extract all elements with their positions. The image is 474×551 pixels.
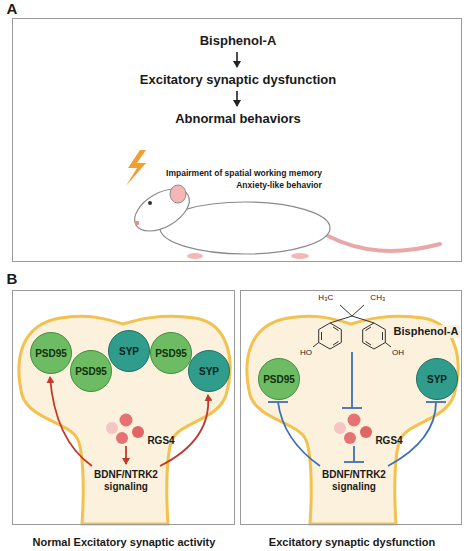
panel-letter: B xyxy=(7,270,18,287)
dendritic-spine xyxy=(247,316,458,524)
protein-label: SYP xyxy=(427,374,447,385)
rat-illustration xyxy=(128,180,440,259)
rgs4-vesicles xyxy=(334,414,372,445)
flow-arrow xyxy=(236,91,238,106)
protein-label: SYP xyxy=(119,346,139,357)
protein-circle: PSD95 xyxy=(70,350,112,392)
protein-circle: SYP xyxy=(188,350,230,392)
panel-text: RGS4 xyxy=(147,435,174,447)
panel-text: BDNF/NTRK2 signaling xyxy=(316,469,392,492)
protein-label: PSD95 xyxy=(35,348,67,359)
panel-text: Normal Excitatory synaptic activity xyxy=(33,536,216,549)
panel-text: Bisphenol-A xyxy=(200,34,277,49)
protein-label: PSD95 xyxy=(263,374,295,385)
activation-arrow xyxy=(125,446,127,464)
panel-text: BDNF/NTRK2 signaling xyxy=(88,469,164,492)
chem-label: H₃C xyxy=(318,293,333,302)
chem-label: HO xyxy=(300,348,312,357)
panel-text: Excitatory synaptic dysfunction xyxy=(140,73,337,88)
protein-label: SYP xyxy=(199,366,219,377)
panel-text: Abnormal behaviors xyxy=(175,112,301,127)
figure-panel: Bisphenol-A Excitatory synaptic dysfuncti… xyxy=(12,18,462,262)
figure-panel: RGS4BDNF/NTRK2 signalingNormal Excitator… xyxy=(12,290,235,525)
panel-text: RGS4 xyxy=(375,435,402,447)
protein-circle: SYP xyxy=(108,330,150,372)
protein-label: PSD95 xyxy=(155,348,187,359)
protein-circle: PSD95 xyxy=(30,332,72,374)
chem-label: CH₃ xyxy=(370,293,385,302)
panel-text: Excitatory synaptic dysfunction xyxy=(269,536,435,549)
protein-label: PSD95 xyxy=(75,366,107,377)
panel-text: Bisphenol-A xyxy=(392,325,461,338)
dendritic-spine xyxy=(19,316,230,524)
protein-circle: PSD95 xyxy=(150,332,192,374)
bisphenol-structure xyxy=(313,305,391,349)
panel-letter: A xyxy=(7,0,18,17)
protein-circle: SYP xyxy=(416,358,458,400)
rgs4-vesicles xyxy=(106,414,144,445)
chem-label: OH xyxy=(392,348,404,357)
lightning-bolt xyxy=(126,150,146,186)
panel-text: Anxiety-like behavior xyxy=(236,181,322,191)
panel-text: Impairment of spatial working memory xyxy=(166,169,322,179)
activation-arrow xyxy=(160,395,208,466)
protein-circle: PSD95 xyxy=(258,358,300,400)
flow-arrow xyxy=(236,52,238,67)
figure-panel: Bisphenol-ARGS4BDNF/NTRK2 signalingExcit… xyxy=(240,290,462,525)
